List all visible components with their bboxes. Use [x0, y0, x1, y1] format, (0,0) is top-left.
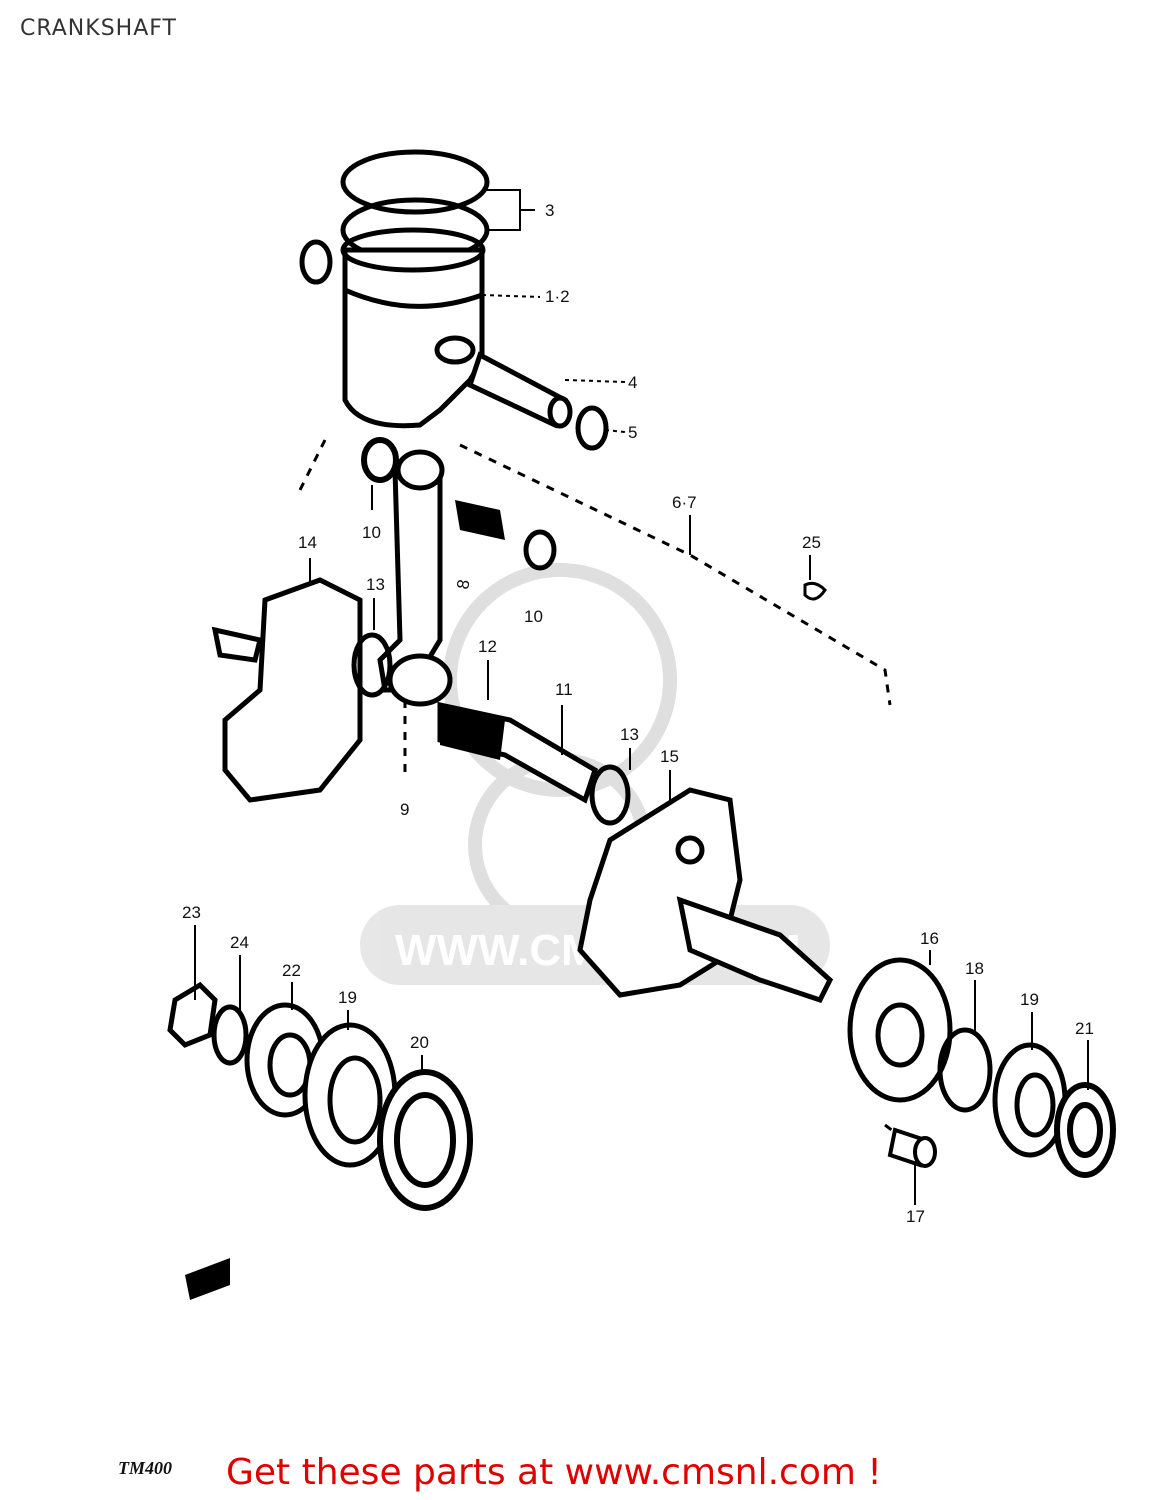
woodruff-key — [185, 1258, 230, 1300]
oil-seal-20 — [377, 1069, 473, 1211]
callout-labels: 3 1·2 4 5 6·7 25 10 10 8 14 13 12 11 13 … — [182, 201, 1094, 1226]
callout-19-right: 19 — [1020, 990, 1039, 1009]
connecting-rod — [377, 449, 453, 707]
piston — [340, 227, 486, 429]
callout-8: 8 — [453, 578, 473, 591]
callout-15: 15 — [660, 747, 679, 766]
leader-3 — [485, 189, 535, 231]
washer-10-right — [523, 529, 557, 571]
circlip-left — [299, 239, 333, 285]
callout-leaders — [194, 485, 1089, 1205]
crank-half-left — [211, 577, 363, 803]
shim-18 — [937, 1027, 993, 1113]
callout-23: 23 — [182, 903, 201, 922]
footer-link[interactable]: Get these parts at www.cmsnl.com ! — [226, 1452, 882, 1493]
callout-10-top: 10 — [362, 523, 381, 542]
callout-10-right: 10 — [524, 607, 543, 626]
callout-25: 25 — [802, 533, 821, 552]
callout-21: 21 — [1075, 1019, 1094, 1038]
piston-rings — [340, 149, 490, 263]
callout-22: 22 — [282, 961, 301, 980]
callout-17: 17 — [906, 1207, 925, 1226]
callout-9: 9 — [400, 800, 409, 819]
thrust-washer-13-right — [589, 764, 631, 826]
needle-bearing-small — [455, 500, 505, 540]
circlip-right — [575, 405, 609, 451]
callout-14: 14 — [298, 533, 317, 552]
callout-4: 4 — [628, 373, 637, 392]
washer-24 — [211, 1004, 249, 1066]
key-25 — [803, 581, 827, 601]
bearing-19-right — [992, 1042, 1068, 1158]
washer-10-top — [361, 437, 399, 483]
piston-pin — [466, 351, 573, 429]
callout-12: 12 — [478, 637, 497, 656]
callout-11: 11 — [555, 680, 573, 699]
leader-4 — [564, 379, 626, 383]
nut-23 — [167, 981, 218, 1048]
callout-13-left: 13 — [366, 575, 385, 594]
screw-17 — [887, 1127, 937, 1168]
callout-13-right: 13 — [620, 725, 639, 744]
page-title: CRANKSHAFT — [20, 16, 177, 41]
callout-24: 24 — [230, 933, 249, 952]
bearing-19-left — [302, 1022, 398, 1168]
callout-5: 5 — [628, 423, 637, 442]
leader-5 — [604, 429, 626, 433]
callout-20: 20 — [410, 1033, 429, 1052]
oil-seal-21 — [1054, 1082, 1116, 1178]
callout-3: 3 — [545, 201, 554, 220]
callout-6-7: 6·7 — [672, 493, 697, 512]
model-code: TM400 — [118, 1458, 172, 1478]
crank-half-right — [577, 787, 834, 1004]
callout-19-left: 19 — [338, 988, 357, 1007]
leader-1-2 — [481, 294, 541, 298]
bearing-retainer-16 — [847, 957, 953, 1103]
needle-bearing-large — [440, 705, 505, 760]
callout-18: 18 — [965, 959, 984, 978]
callout-1-2: 1·2 — [545, 287, 570, 306]
thrust-washer-13-left — [351, 632, 393, 698]
callout-16: 16 — [920, 929, 939, 948]
